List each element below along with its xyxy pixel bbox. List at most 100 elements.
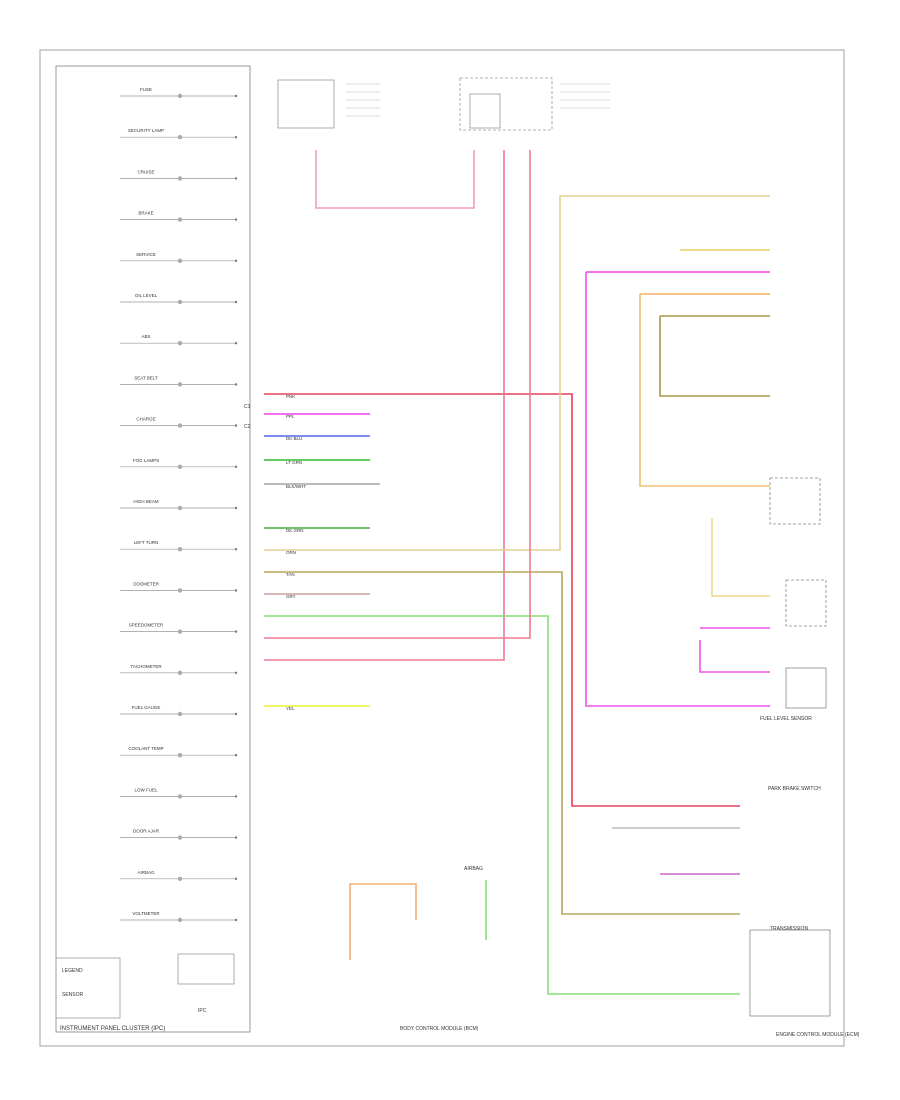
indicator-label: FOG LAMPS <box>133 458 159 463</box>
indicator-label: VOLTMETER <box>132 911 160 916</box>
indicator-lamp-icon <box>177 876 183 881</box>
indicator-lamp-icon <box>177 588 183 593</box>
pin-dot <box>234 342 238 345</box>
wire-lightgreen <box>264 615 740 995</box>
indicator-lamp-icon <box>177 93 183 99</box>
sensor-box <box>785 579 827 627</box>
indicator-label: SECURITY LAMP <box>128 128 164 133</box>
indicator-row: SERVICE <box>120 252 238 263</box>
indicator-row: SPEEDOMETER <box>120 623 238 634</box>
pin-dot <box>234 424 238 427</box>
pin-dot <box>234 94 238 98</box>
wire-orange-bottom <box>349 883 417 960</box>
wire-tag: TAN <box>286 572 295 577</box>
relay-block-box <box>459 77 553 131</box>
wire-tag: YEL <box>286 706 295 711</box>
indicator-label: CRUISE <box>137 169 154 174</box>
ground-box <box>55 957 121 1019</box>
indicator-label: BRAKE <box>138 211 153 216</box>
pin-dot <box>234 259 238 262</box>
indicator-row: AIRBAG <box>120 870 238 881</box>
wire-tag: PNK <box>286 394 295 399</box>
indicator-lamp-icon <box>177 629 183 634</box>
pin-dot <box>234 465 238 468</box>
indicator-row: BRAKE <box>120 211 238 222</box>
pin-dot <box>234 548 238 551</box>
indicator-label: LEFT TURN <box>134 540 159 545</box>
indicator-label: LOW FUEL <box>134 787 158 792</box>
indicator-label: AIRBAG <box>137 870 155 875</box>
connector-label: C1 <box>244 404 251 410</box>
right-components <box>749 477 831 1017</box>
pin-dot <box>234 918 238 922</box>
airbag-label: AIRBAG <box>464 866 483 872</box>
relay-right <box>769 477 821 525</box>
indicator-row: OIL LEVEL <box>120 293 238 305</box>
indicator-lamp-icon <box>177 835 183 840</box>
indicator-label: ABS <box>141 334 150 339</box>
wire-magenta-long <box>264 150 505 661</box>
bcm-label: BODY CONTROL MODULE (BCM) <box>400 1026 479 1032</box>
indicator-lamp-icon <box>177 299 183 305</box>
pin-dot <box>234 506 238 510</box>
pin-dot <box>234 712 238 716</box>
indicator-row: SECURITY LAMP <box>120 128 238 140</box>
cluster-box <box>55 65 251 1033</box>
indicator-lamp-icon <box>177 794 183 799</box>
wire-red <box>264 393 740 807</box>
indicator-lamp-icon <box>177 505 183 511</box>
wire-olive <box>264 571 740 915</box>
pin-dot <box>234 218 238 221</box>
indicator-lamp-icon <box>177 258 183 263</box>
wires <box>264 150 770 995</box>
park-brake-label: PARK BRAKE SWITCH <box>768 786 821 792</box>
cluster-sub-label: IPC <box>198 1008 207 1014</box>
wire-tag: GRY <box>286 594 296 599</box>
indicator-row: CRUISE <box>120 169 238 181</box>
indicator-lamp-icon <box>177 217 183 222</box>
wire-tag: PPL <box>286 414 295 419</box>
indicator-label: CHARGE <box>136 417 155 422</box>
pin-dot <box>234 589 238 592</box>
pin-dot <box>234 877 238 880</box>
indicator-lamp-icon <box>177 382 183 387</box>
pin-dot <box>234 177 238 180</box>
top-fuse-block <box>277 79 380 129</box>
wire-tag: LT GRN <box>286 460 302 465</box>
indicator-row: ODOMETER <box>120 581 238 593</box>
indicator-lamp-icon <box>177 341 183 346</box>
module-box <box>177 953 235 985</box>
indicator-row: CHARGE <box>120 417 238 428</box>
pin-dot <box>234 136 238 139</box>
indicator-label: HIGH BEAM <box>133 499 159 504</box>
indicator-row: VOLTMETER <box>120 911 238 923</box>
indicator-label: SERVICE <box>136 252 156 257</box>
wire-pink-lower-2 <box>264 150 531 639</box>
indicator-label: FUEL GAUGE <box>132 705 161 710</box>
wire-pink-top <box>315 150 475 209</box>
wire-tags: PNK PPL DK BLU LT GRN BLK/WHT DK GRN ORN… <box>286 394 306 711</box>
pin-dot <box>234 795 238 798</box>
relay-box <box>469 93 501 129</box>
indicator-label: FUSE <box>140 87 152 92</box>
trans-label: TRANSMISSION <box>770 926 808 932</box>
ecm-label: ENGINE CONTROL MODULE (ECM) <box>776 1032 860 1038</box>
connector-pins: C1 C2 <box>244 404 251 430</box>
top-relay-block <box>459 77 610 131</box>
indicator-label: SEAT BELT <box>134 375 158 380</box>
indicator-lamp-icon <box>177 917 183 923</box>
pin-dot <box>234 836 238 839</box>
indicator-row: LEFT TURN <box>120 540 238 552</box>
indicator-lamp-icon <box>177 547 183 552</box>
wire-tag: BLK/WHT <box>286 484 306 489</box>
wire-tan <box>264 195 770 551</box>
indicator-row: FUEL GAUGE <box>120 705 238 717</box>
pin-dot <box>234 671 238 674</box>
indicator-label: OIL LEVEL <box>135 293 158 298</box>
pin-dot <box>234 300 238 304</box>
indicator-label: COOLANT TEMP <box>128 746 163 751</box>
indicator-label: DOOR AJAR <box>133 829 160 834</box>
indicator-row: SEAT BELT <box>120 375 238 387</box>
outer-frame <box>39 49 845 1047</box>
indicator-lamp-icon <box>177 670 183 675</box>
